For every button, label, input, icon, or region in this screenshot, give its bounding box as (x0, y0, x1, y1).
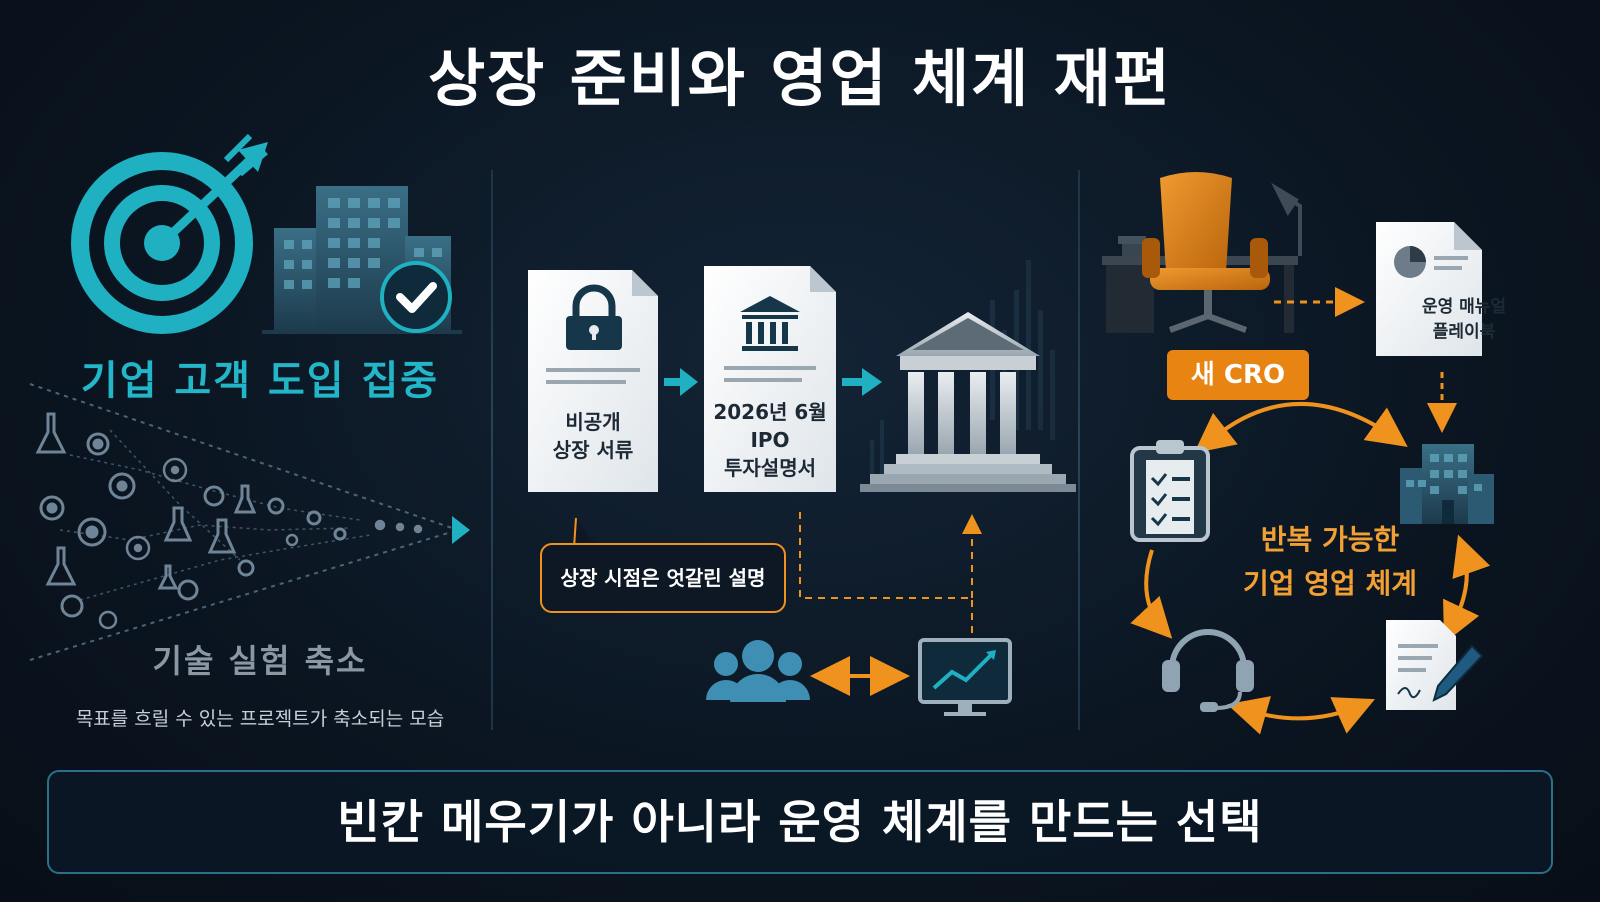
experiment-shrink-label: 기술 실험 축소 (152, 642, 368, 680)
network-node-icons (98, 457, 423, 630)
private-filing-line2: 상장 서류 (552, 438, 634, 462)
pie-chart-icon (1394, 246, 1426, 278)
cycle-arrows (1130, 402, 1491, 735)
operations-manual-text: 운영 매뉴얼 플레이북 (1404, 295, 1524, 345)
executive-chair-icon (1142, 172, 1270, 333)
new-cro-badge: 새 CRO (1167, 350, 1309, 400)
company-building-icon (1400, 444, 1494, 524)
listing-timing-callout: 상장 시점은 엇갈린 설명 (540, 543, 786, 613)
section-divider-left (491, 170, 493, 730)
section-divider-right (1078, 170, 1080, 730)
bottom-banner-text: 빈칸 메우기가 아니라 운영 체계를 만드는 선택 (337, 795, 1263, 849)
signed-contract-icon (1386, 620, 1456, 710)
experiment-funnel (29, 383, 470, 661)
ipo-prospectus-document (704, 266, 836, 492)
teal-arrow-icon (664, 368, 882, 396)
orange-dashed-flow (799, 512, 982, 636)
experiment-shrink-caption: 목표를 흐릴 수 있는 프로젝트가 축소되는 모습 (75, 708, 445, 730)
ipo-label: IPO (750, 428, 790, 452)
headset-icon (1162, 629, 1254, 712)
lock-icon (566, 284, 622, 350)
pen-icon (1432, 644, 1484, 702)
stock-exchange-building-icon (860, 312, 1076, 492)
gear-icons (39, 432, 347, 618)
enterprise-focus-label: 기업 고객 도입 집중 (80, 358, 440, 404)
desk-lamp-icon (1271, 182, 1302, 256)
private-filing-line1: 비공개 (565, 410, 621, 434)
private-filing-document (528, 270, 658, 492)
bottom-banner-frame (47, 770, 1553, 874)
checklist-clipboard-icon (1130, 440, 1210, 542)
flask-icons (35, 412, 257, 590)
page-title: 상장 준비와 영업 체계 재편 (428, 42, 1172, 115)
funnel-arrowhead-icon (452, 516, 470, 544)
cycle-line2: 기업 영업 체계 (1242, 567, 1418, 600)
bank-icon (740, 296, 800, 351)
repeatable-sales-system-label: 반복 가능한 기업 영업 체계 (1225, 518, 1435, 606)
private-filing-text: 비공개 상장 서류 (528, 408, 658, 464)
ipo-prospectus-text: 2026년 6월 IPO 투자설명서 (704, 398, 836, 482)
people-group-icon (706, 640, 810, 702)
manual-line1: 운영 매뉴얼 (1421, 297, 1507, 317)
target-icon (71, 133, 268, 334)
checkmark-badge-icon (380, 261, 452, 333)
ipo-date: 2026년 6월 (713, 400, 827, 424)
prospectus-label: 투자설명서 (724, 456, 816, 480)
manual-line2: 플레이북 (1432, 322, 1496, 342)
monitor-chart-icon (918, 638, 1012, 716)
cycle-line1: 반복 가능한 (1260, 523, 1400, 556)
